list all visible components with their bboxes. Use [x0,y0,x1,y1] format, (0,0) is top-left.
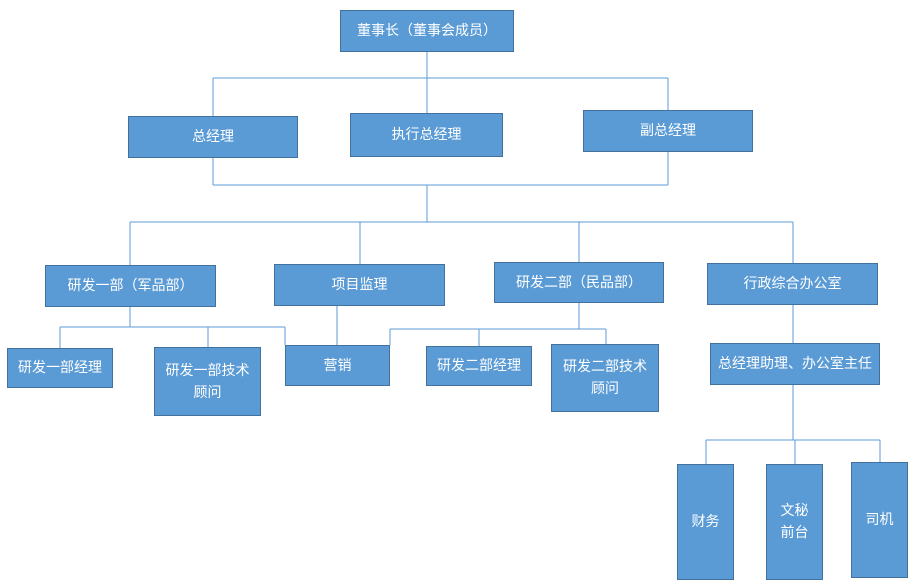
node-admin-office-label: 行政综合办公室 [743,276,842,292]
node-driver-label: 司机 [865,512,894,528]
node-marketing-label: 营销 [323,357,352,374]
node-rd-dept-1: 研发一部（军品部） [45,265,216,307]
node-admin-office: 行政综合办公室 [707,263,878,305]
node-rd-dept-1-label: 研发一部（军品部） [67,278,194,294]
node-project-supervision-label: 项目监理 [331,277,388,293]
node-finance-label: 财务 [691,514,720,530]
node-project-supervision: 项目监理 [274,264,445,306]
node-finance: 财务 [677,464,734,580]
node-rd2-manager-label: 研发二部经理 [437,358,521,374]
node-deputy-general-manager-label: 副总经理 [640,123,696,139]
node-rd1-manager-label: 研发一部经理 [18,360,102,376]
node-rd1-tech-advisor: 研发一部技术顾问 [154,347,261,416]
node-rd2-tech-advisor-label: 研发二部技术顾问 [563,359,647,397]
node-general-manager-label: 总经理 [192,129,234,145]
node-rd2-tech-advisor: 研发二部技术顾问 [551,344,659,412]
node-rd1-tech-advisor-label: 研发一部技术顾问 [165,362,250,401]
node-secretary-reception: 文秘前台 [766,464,823,580]
node-chairman: 董事长（董事会成员） [340,10,514,52]
node-marketing: 营销 [285,345,390,386]
node-driver: 司机 [851,462,908,578]
node-gm-assistant: 总经理助理、办公室主任 [710,343,880,385]
node-general-manager: 总经理 [128,116,298,158]
node-executive-general-manager: 执行总经理 [350,113,503,157]
node-rd2-manager: 研发二部经理 [426,346,532,386]
node-rd1-manager: 研发一部经理 [7,348,113,388]
node-rd-dept-2-label: 研发二部（民品部） [516,274,642,291]
node-chairman-label: 董事长（董事会成员） [357,23,497,39]
node-gm-assistant-label: 总经理助理、办公室主任 [718,356,872,372]
node-executive-general-manager-label: 执行总经理 [391,127,462,143]
node-rd-dept-2: 研发二部（民品部） [494,262,664,303]
node-deputy-general-manager: 副总经理 [583,110,753,152]
node-secretary-reception-label: 文秘前台 [780,503,809,541]
